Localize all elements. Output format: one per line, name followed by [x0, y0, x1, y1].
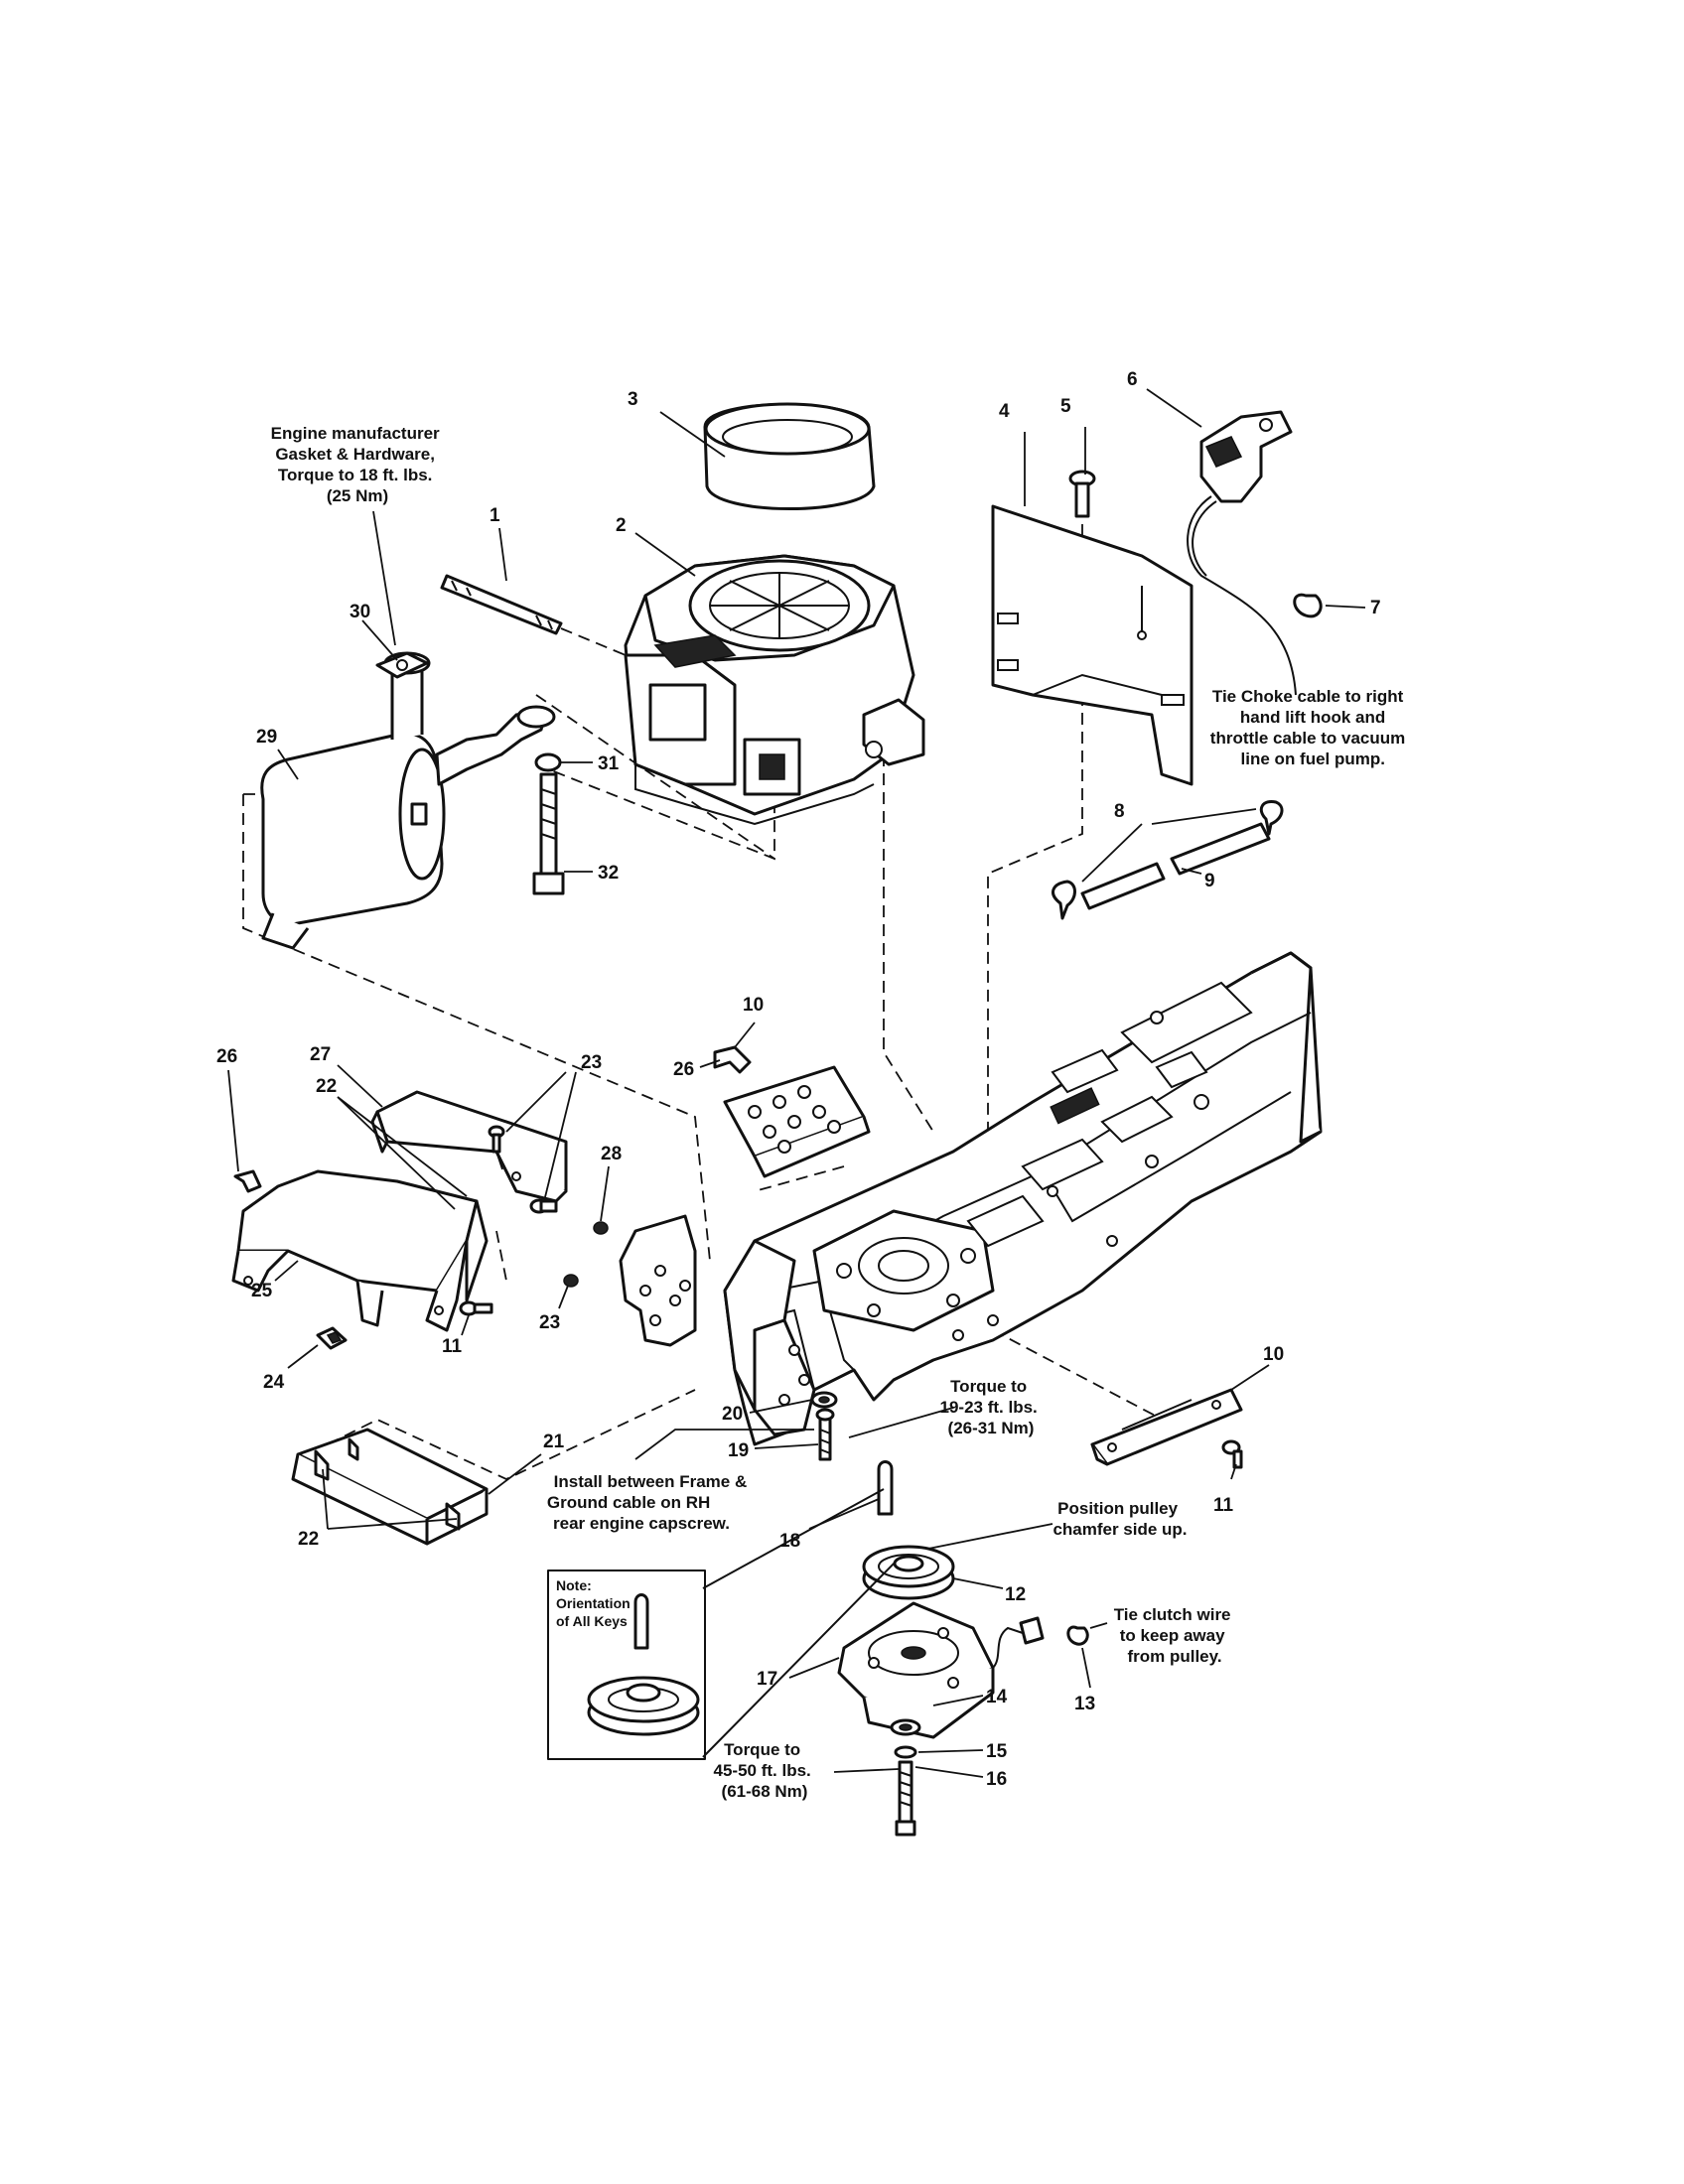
pulley-key — [877, 1460, 894, 1516]
leader-lines — [227, 388, 1366, 1778]
callout-12: 12 — [1005, 1584, 1026, 1605]
callout-23-upper: 23 — [581, 1052, 602, 1073]
callout-8: 8 — [1114, 801, 1125, 822]
callout-7: 7 — [1370, 598, 1381, 618]
callout-21: 21 — [543, 1432, 565, 1452]
note-position-pulley: Position pulley chamfer side up. — [1052, 1499, 1187, 1539]
key-orientation-inset — [547, 1488, 900, 1760]
gasket — [375, 651, 429, 679]
pto-clutch — [837, 1601, 1045, 1739]
note-choke-cable: Tie Choke cable to right hand lift hook … — [1210, 687, 1410, 768]
hose-and-clamps — [1052, 799, 1284, 920]
callout-10-upper: 10 — [743, 995, 764, 1016]
engine-bracket-lower — [1090, 1388, 1243, 1466]
heat-shield — [991, 504, 1193, 786]
callout-17: 17 — [757, 1669, 777, 1690]
tractor-frame — [723, 951, 1323, 1446]
callout-25: 25 — [251, 1281, 273, 1301]
side-bracket — [619, 1214, 697, 1347]
callout-28: 28 — [601, 1144, 622, 1164]
callout-5: 5 — [1060, 396, 1071, 417]
note-torque-45-50: Torque to 45-50 ft. lbs. (61-68 Nm) — [714, 1740, 816, 1801]
callout-10-lower: 10 — [1263, 1344, 1284, 1365]
callout-26-left: 26 — [216, 1046, 237, 1067]
washers-and-bolt-16 — [890, 1718, 921, 1837]
callout-1: 1 — [490, 505, 500, 526]
callout-20: 20 — [722, 1404, 743, 1425]
wire-clip-left — [233, 1169, 262, 1193]
engine — [624, 554, 925, 826]
callout-11-left: 11 — [442, 1336, 463, 1357]
shield-bolt — [1068, 470, 1096, 518]
cable-clip — [1293, 593, 1323, 618]
bottom-plate — [291, 1428, 489, 1546]
note-ground-cable: Install between Frame & Ground cable on … — [547, 1472, 752, 1533]
callout-3: 3 — [628, 389, 638, 410]
callout-19: 19 — [728, 1440, 749, 1461]
annotation-notes: Engine manufacturer Gasket & Hardware, T… — [271, 424, 1410, 1801]
callout-13: 13 — [1074, 1694, 1095, 1714]
callout-32: 32 — [598, 863, 619, 884]
callout-4: 4 — [999, 401, 1010, 422]
note-key-orientation: Note: Orientation of All Keys — [556, 1577, 634, 1629]
muffler — [260, 651, 556, 950]
note-clutch-wire: Tie clutch wire to keep away from pulley… — [1114, 1605, 1236, 1666]
callout-30: 30 — [350, 602, 370, 622]
callout-22-upper: 22 — [316, 1076, 337, 1097]
callout-31: 31 — [598, 753, 620, 774]
callout-16: 16 — [986, 1769, 1007, 1790]
callout-9: 9 — [1204, 871, 1215, 891]
stud — [440, 574, 627, 656]
callout-29: 29 — [256, 727, 277, 748]
callout-6: 6 — [1127, 369, 1138, 390]
note-engine-manufacturer: Engine manufacturer Gasket & Hardware, T… — [271, 424, 445, 505]
choke-control — [1187, 410, 1297, 696]
callout-27: 27 — [310, 1044, 331, 1065]
washer-and-bolt-19 — [810, 1391, 838, 1461]
callout-2: 2 — [616, 515, 627, 536]
shield-cover — [231, 1169, 489, 1332]
wire-clip-right — [713, 1045, 752, 1074]
callout-11-right: 11 — [1213, 1495, 1234, 1516]
shield-top — [370, 1090, 568, 1203]
small-bolts — [459, 1125, 1243, 1469]
air-cleaner-cover — [703, 402, 876, 510]
engine-bracket-upper — [723, 1065, 871, 1178]
callout-24: 24 — [263, 1372, 285, 1393]
nut-and-bolt — [532, 752, 565, 895]
callout-23-lower: 23 — [539, 1312, 560, 1333]
callout-15: 15 — [986, 1741, 1008, 1762]
pulley — [862, 1545, 955, 1600]
clip-nut — [316, 1326, 348, 1350]
callout-14: 14 — [986, 1687, 1008, 1707]
callout-numbers: 1 2 3 4 5 6 7 8 9 10 10 11 11 12 13 14 1… — [216, 369, 1381, 1790]
callout-18: 18 — [779, 1531, 800, 1552]
callout-22-lower: 22 — [298, 1529, 319, 1550]
note-torque-19-23: Torque to 19-23 ft. lbs. (26-31 Nm) — [940, 1377, 1043, 1437]
clutch-wire-clip — [1066, 1625, 1089, 1646]
callout-26-right: 26 — [673, 1059, 694, 1080]
